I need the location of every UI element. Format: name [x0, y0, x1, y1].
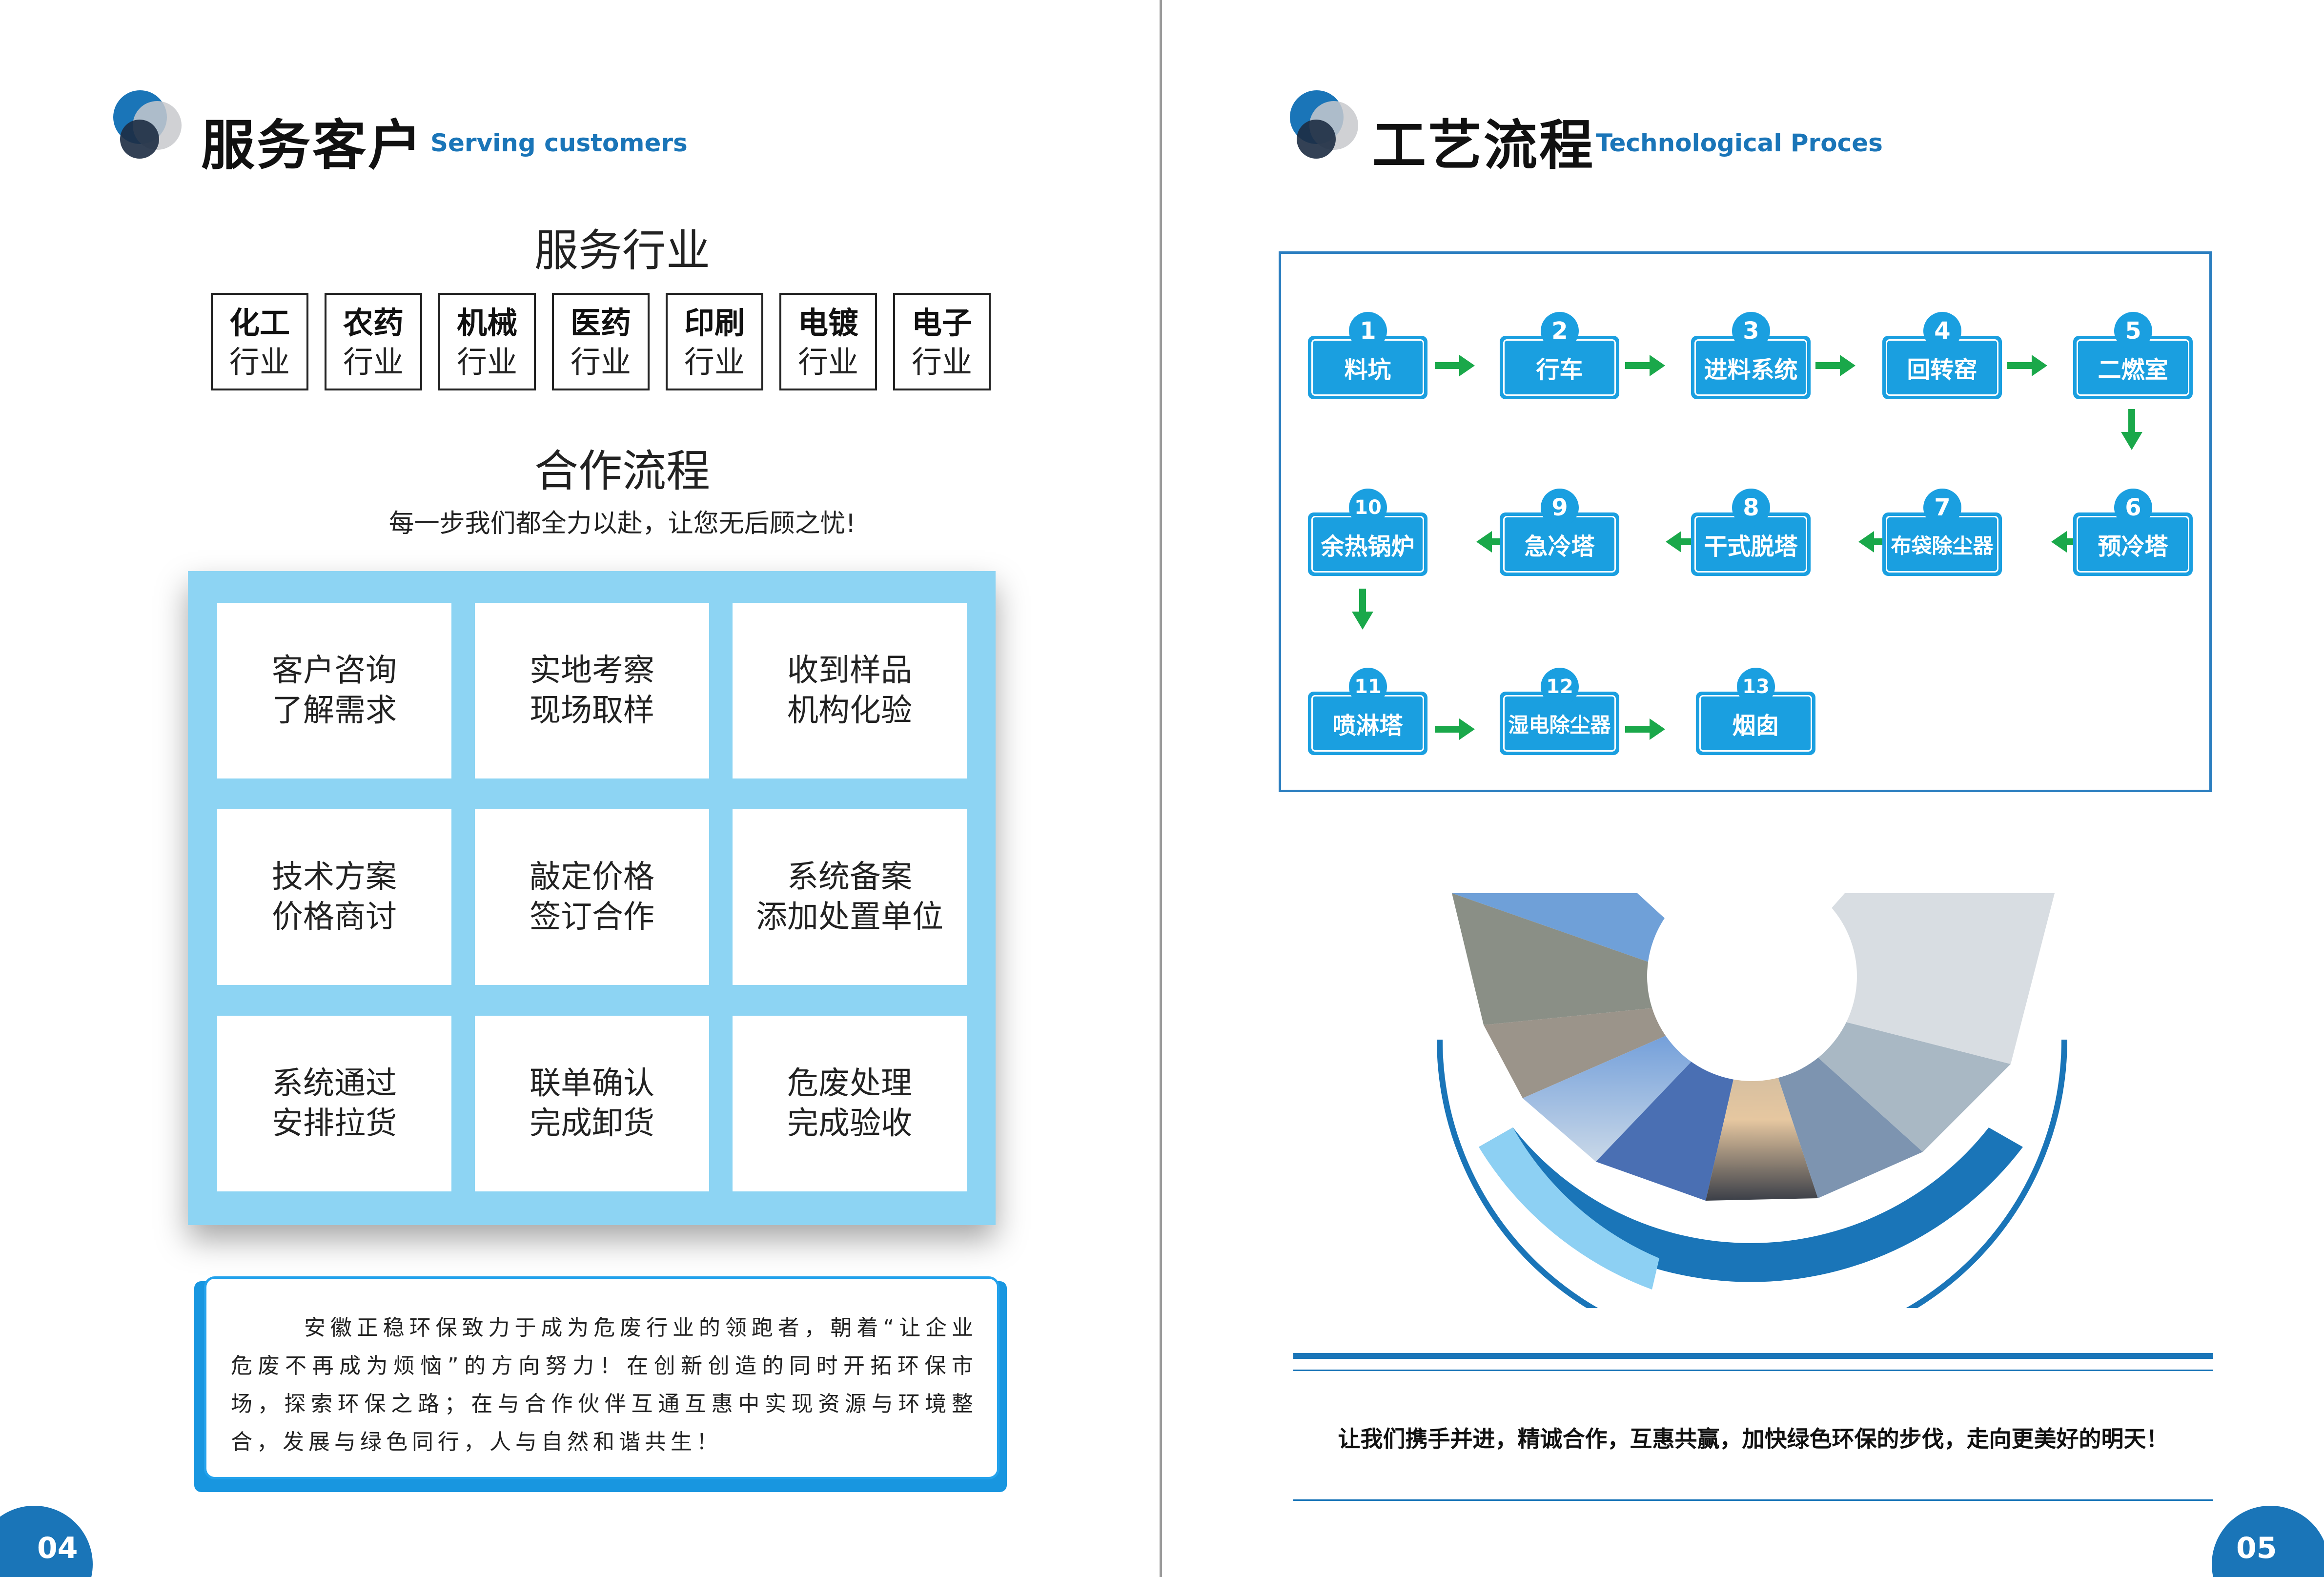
- slogan-text: 让我们携手并进，精诚合作，互惠共赢，加快绿色环保的步伐，走向更美好的明天！: [1338, 1426, 2169, 1452]
- flow-arrow-left: [2051, 531, 2091, 553]
- process-step: 实地考察现场取样: [475, 603, 709, 778]
- flow-node: 8 干式脱塔: [1691, 486, 1811, 576]
- industry-item: 机械行业: [438, 293, 536, 390]
- page-title: 工艺流程: [1372, 114, 1595, 177]
- right-page: 工艺流程 Technological Proces: [1162, 0, 2324, 1577]
- flow-node-number: 11: [1349, 668, 1387, 706]
- section-logo-icon: [113, 90, 186, 164]
- flow-node: 13 烟囱: [1696, 665, 1815, 755]
- page-number-badge: 05: [2212, 1506, 2324, 1577]
- flow-node-label: 余热锅炉: [1321, 533, 1415, 560]
- flow-arrow-right: [1815, 355, 1855, 376]
- left-page: 服务客户 Serving customers 服务行业 化工行业 农药行业 机械…: [0, 90, 1007, 1577]
- flow-arrow-down: [1352, 589, 1373, 630]
- photo-semicircle-graphic: [1437, 893, 2067, 1308]
- industry-item: 农药行业: [325, 293, 422, 390]
- process-step: 技术方案价格商讨: [217, 809, 451, 985]
- flow-node-label: 烟囱: [1732, 712, 1779, 739]
- flow-arrow-left: [1476, 531, 1516, 553]
- flow-arrow-right: [1625, 718, 1665, 740]
- industry-heading: 服务行业: [534, 225, 710, 276]
- flow-node-number: 7: [1923, 489, 1961, 527]
- section-logo-icon: [1290, 90, 1363, 164]
- page-subtitle: Technological Proces: [1596, 129, 1883, 157]
- industry-item: 化工行业: [211, 293, 308, 390]
- flow-node-number: 9: [1541, 489, 1579, 527]
- flow-node-label: 预冷塔: [2098, 533, 2168, 560]
- flow-node-number: 5: [2114, 312, 2152, 350]
- flow-node: 2 行车: [1500, 309, 1619, 399]
- flow-node-number: 12: [1541, 668, 1579, 706]
- industry-item: 印刷行业: [666, 293, 763, 390]
- cooperation-heading: 合作流程: [534, 446, 710, 497]
- flow-node-label: 行车: [1536, 356, 1583, 384]
- divider-bottom: [1293, 1499, 2213, 1501]
- flow-node: 7 布袋除尘器: [1882, 486, 2002, 576]
- process-step: 系统备案添加处置单位: [733, 809, 967, 985]
- intro-text: 安徽正稳环保致力于成为危废行业的领跑者，朝着“让企业危废不再成为烦恼”的方向努力…: [231, 1315, 978, 1454]
- process-flow-chart: 1 料坑 2 行车 3 进料系统 4 回转窑 5 二燃室 6 预冷塔 7 布袋除尘器 8 干式脱塔 9 急冷塔 10…: [1279, 251, 2212, 792]
- flow-node: 1 料坑: [1308, 309, 1427, 399]
- page-fold: [1160, 0, 1162, 1577]
- industry-item: 医药行业: [552, 293, 650, 390]
- flow-arrow-down: [2121, 409, 2142, 450]
- flow-node-number: 2: [1541, 312, 1579, 350]
- flow-arrow-right: [1625, 355, 1665, 376]
- divider-thin: [1293, 1370, 2213, 1371]
- industry-item: 电镀行业: [779, 293, 877, 390]
- flow-node-number: 10: [1349, 489, 1387, 527]
- flow-arrow-left: [1666, 531, 1706, 553]
- page-title: 服务客户: [201, 114, 424, 177]
- flow-node: 9 急冷塔: [1500, 486, 1619, 576]
- process-step: 系统通过安排拉货: [217, 1016, 451, 1191]
- flow-node: 10 余热锅炉: [1308, 486, 1427, 576]
- flow-node: 4 回转窑: [1882, 309, 2002, 399]
- flow-node-number: 1: [1349, 312, 1387, 350]
- flow-node-label: 急冷塔: [1524, 533, 1595, 560]
- process-step: 客户咨询了解需求: [217, 603, 451, 778]
- flow-node-number: 4: [1923, 312, 1961, 350]
- page-subtitle: Serving customers: [430, 129, 688, 157]
- flow-node: 5 二燃室: [2073, 309, 2193, 399]
- flow-arrows: [1352, 355, 2142, 740]
- industry-item: 电子行业: [893, 293, 991, 390]
- flow-node-number: 8: [1732, 489, 1770, 527]
- flow-node-label: 喷淋塔: [1332, 712, 1403, 739]
- cooperation-subtitle: 每一步我们都全力以赴，让您无后顾之忧!: [388, 509, 856, 538]
- flow-node: 6 预冷塔: [2073, 486, 2193, 576]
- flow-node-label: 干式脱塔: [1704, 533, 1798, 560]
- page-number: 04: [37, 1531, 78, 1565]
- flow-node-number: 13: [1737, 668, 1775, 706]
- flow-node: 3 进料系统: [1691, 309, 1811, 399]
- process-step: 联单确认完成卸货: [475, 1016, 709, 1191]
- page-number: 05: [2236, 1531, 2277, 1565]
- flow-node-label: 二燃室: [2098, 356, 2168, 384]
- flow-arrow-left: [1858, 531, 1898, 553]
- flow-node-label: 湿电除尘器: [1508, 713, 1611, 737]
- divider-thick: [1293, 1353, 2213, 1359]
- flow-node-label: 料坑: [1344, 356, 1391, 384]
- flow-node-label: 回转窑: [1907, 356, 1977, 384]
- intro-box: 安徽正稳环保致力于成为危废行业的领跑者，朝着“让企业危废不再成为烦恼”的方向努力…: [204, 1276, 999, 1479]
- flow-arrow-right: [1435, 718, 1475, 740]
- flow-node-label: 进料系统: [1704, 356, 1798, 384]
- flow-node-label: 布袋除尘器: [1891, 533, 1994, 558]
- flow-arrow-right: [2007, 355, 2047, 376]
- process-step: 敲定价格签订合作: [475, 809, 709, 985]
- flow-node-number: 6: [2114, 489, 2152, 527]
- process-step: 危废处理完成验收: [733, 1016, 967, 1191]
- flow-node: 12 湿电除尘器: [1500, 665, 1619, 755]
- page-number-badge: 04: [0, 1506, 93, 1577]
- process-grid: 客户咨询了解需求 实地考察现场取样 收到样品机构化验 技术方案价格商讨 敲定价格…: [188, 571, 996, 1225]
- flow-node: 11 喷淋塔: [1308, 665, 1427, 755]
- flow-arrow-right: [1435, 355, 1475, 376]
- flow-node-number: 3: [1732, 312, 1770, 350]
- process-step: 收到样品机构化验: [733, 603, 967, 778]
